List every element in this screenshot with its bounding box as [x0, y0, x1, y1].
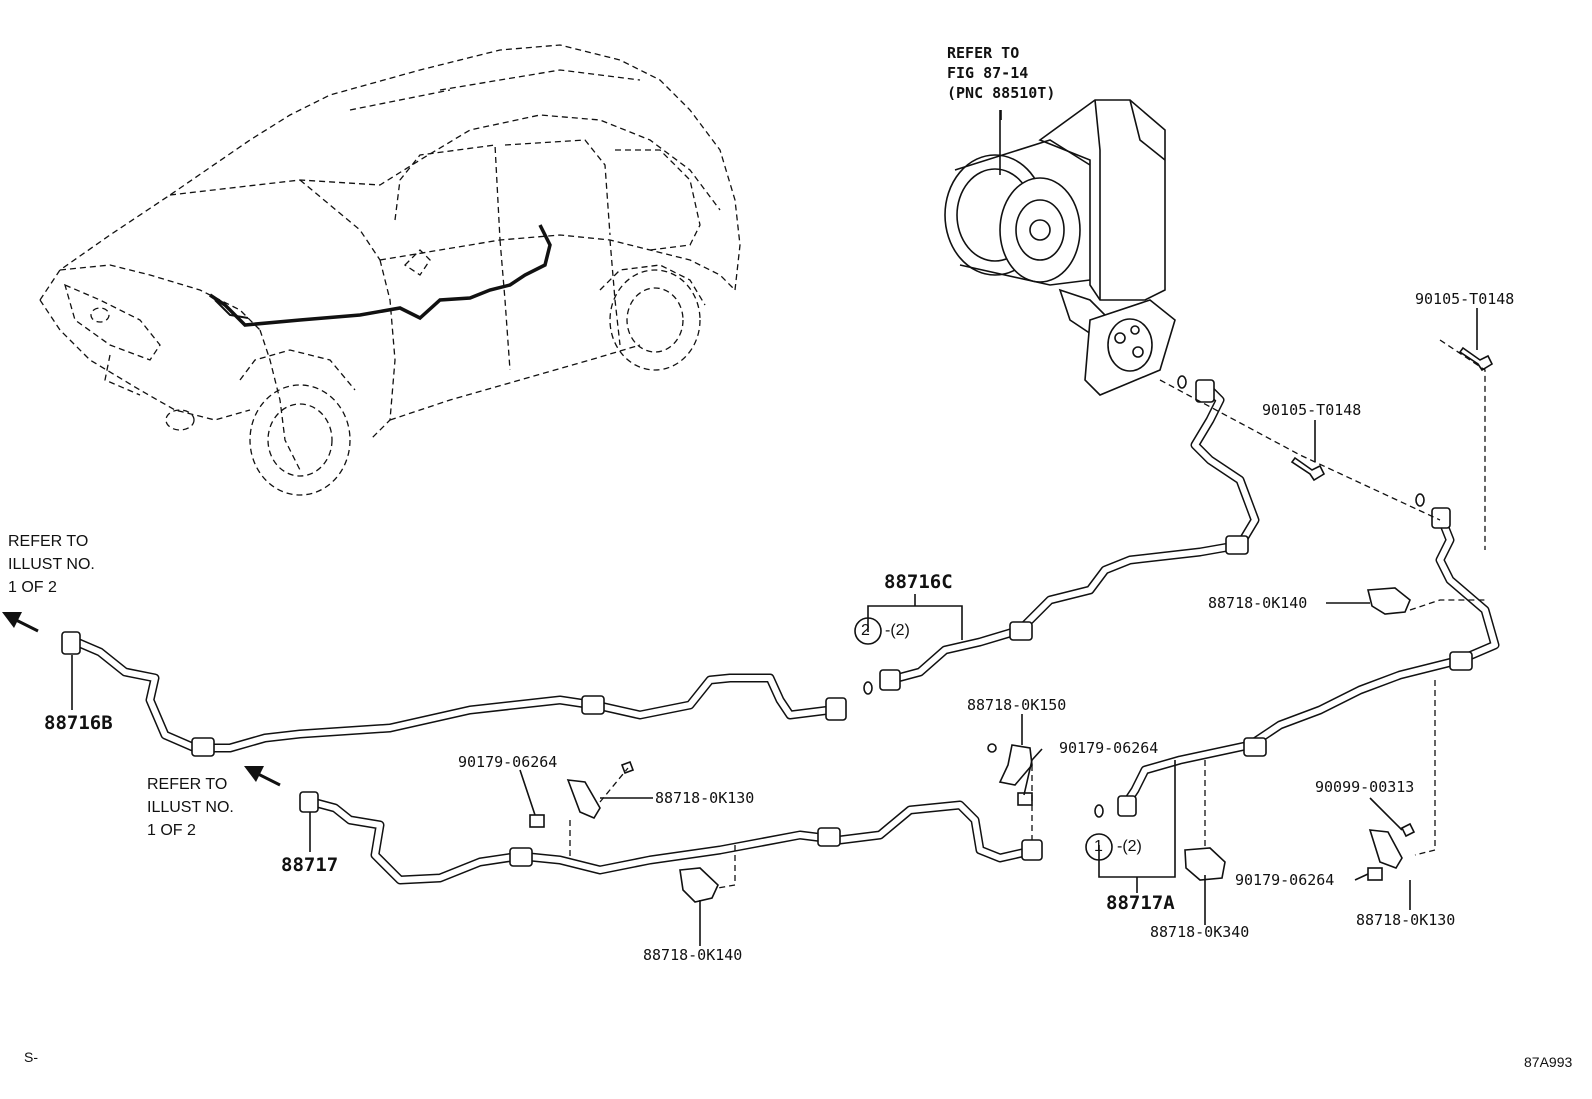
tube-lines	[67, 380, 1500, 885]
corner-code-left: S-	[24, 1049, 38, 1065]
leader-lines	[71, 110, 1486, 946]
part-90179-06264-right-label: 90179-06264	[1235, 871, 1335, 889]
part-88717A-label: 88717A	[1106, 892, 1175, 914]
part-88718-0K340-label: 88718-0K340	[1150, 923, 1250, 941]
blower-reference-label: REFER TO FIG 87-14 (PNC 88510T)	[947, 44, 1056, 102]
part-88718-0K130-left-label: 88718-0K130	[655, 789, 755, 807]
part-90179-06264-left-label: 90179-06264	[458, 753, 558, 771]
part-90105-T0148-mid-label: 90105-T0148	[1262, 401, 1362, 419]
part-88716C-label: 88716C	[884, 571, 953, 593]
part-88718-0K140-right-label: 88718-0K140	[1208, 594, 1308, 612]
direction-arrows	[2, 612, 281, 787]
tube-fittings	[61, 375, 1473, 867]
part-88718-0K150-label: 88718-0K150	[967, 696, 1067, 714]
refer-illust-top: REFER TO ILLUST NO. 1 OF 2	[8, 533, 95, 596]
part-90099-00313-label: 90099-00313	[1315, 778, 1415, 796]
circled-number-2: 2	[861, 622, 870, 639]
quantity-88716C: -(2)	[885, 622, 910, 639]
blower-unit	[944, 99, 1176, 396]
refer-illust-bottom: REFER TO ILLUST NO. 1 OF 2	[147, 776, 234, 839]
part-90179-06264-mid-label: 90179-06264	[1059, 739, 1159, 757]
quantity-88717A: -(2)	[1117, 838, 1142, 855]
clamps-bolts	[529, 346, 1494, 903]
part-88718-0K140-bottom-label: 88718-0K140	[643, 946, 743, 964]
vehicle-outline	[39, 44, 741, 496]
part-90105-T0148-top-label: 90105-T0148	[1415, 290, 1515, 308]
part-88718-0K130-right-label: 88718-0K130	[1356, 911, 1456, 929]
part-88717-label: 88717	[281, 854, 339, 876]
circled-number-1: 1	[1094, 838, 1103, 855]
part-88716B-label: 88716B	[44, 712, 113, 734]
illustration-id: 87A993	[1524, 1054, 1573, 1070]
